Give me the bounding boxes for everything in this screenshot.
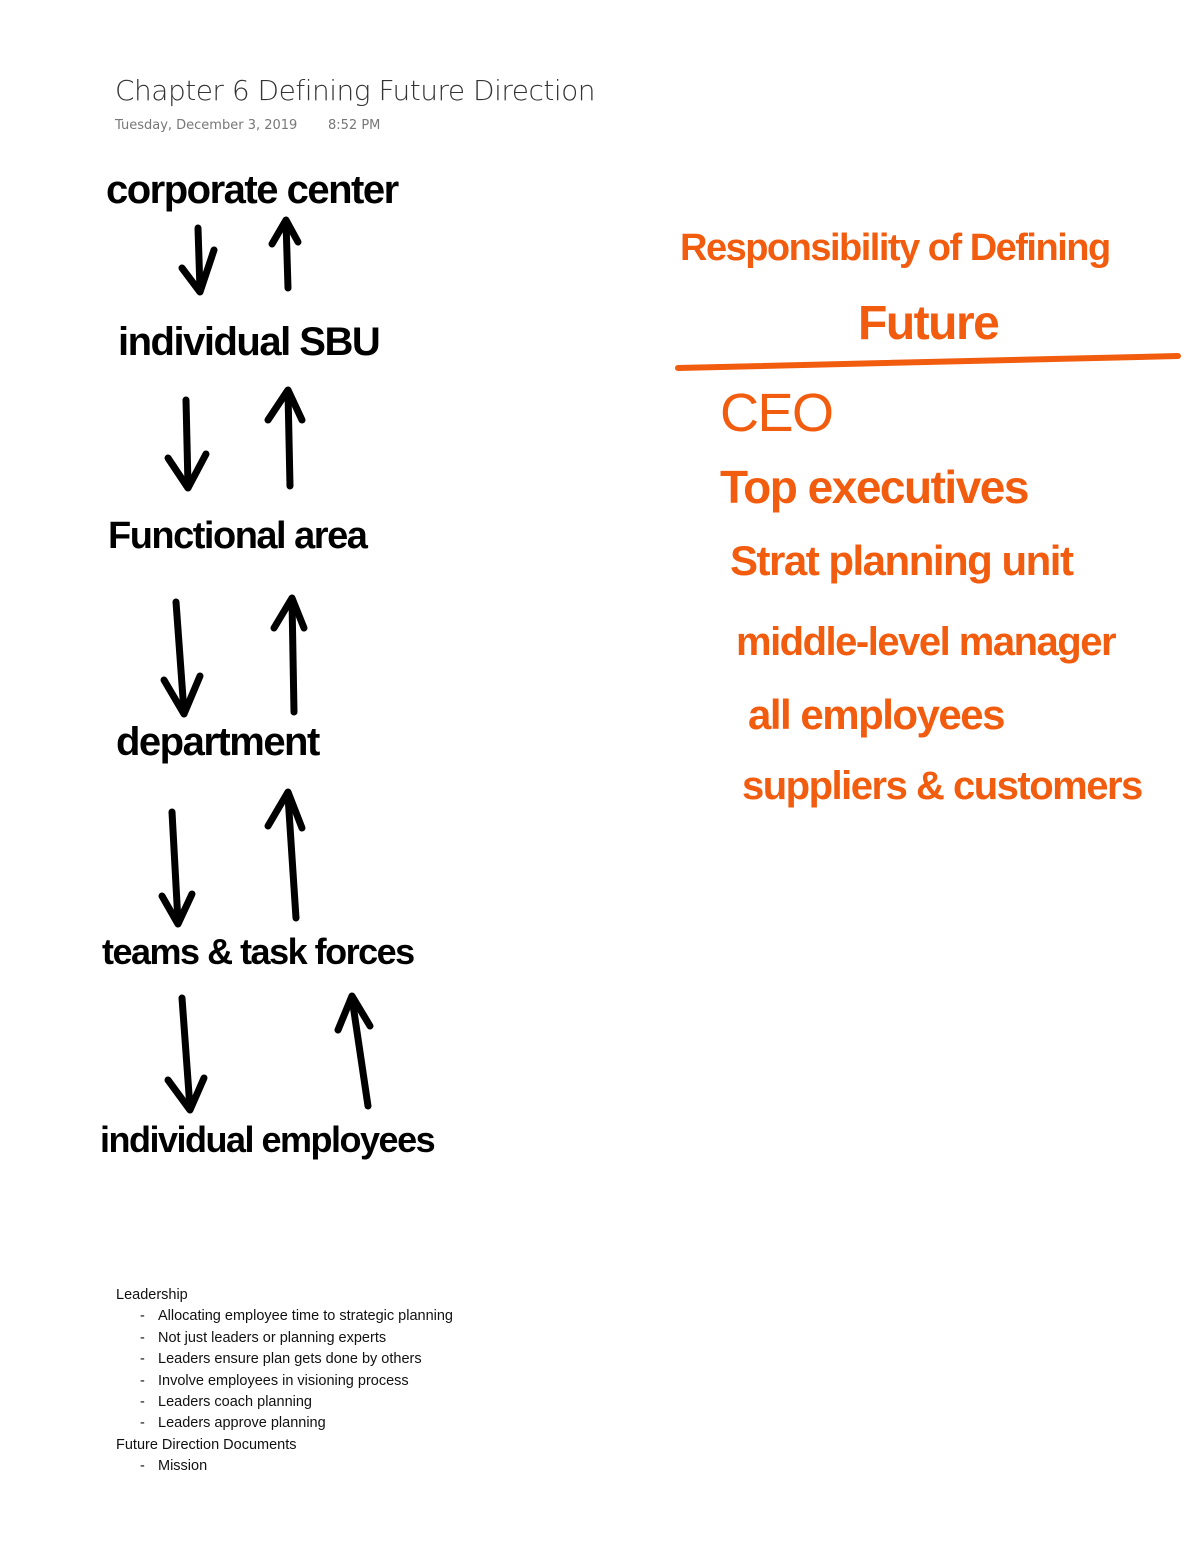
ink-item-all-employees: all employees — [748, 691, 1005, 738]
list-item: Involve employees in visioning process — [116, 1371, 453, 1392]
list-item: Leaders ensure plan gets done by others — [116, 1349, 453, 1370]
list-item: Mission — [116, 1456, 453, 1477]
typed-notes: Leadership Allocating employee time to s… — [116, 1285, 453, 1478]
down-arrow-icon — [160, 598, 204, 718]
up-arrow-icon — [264, 386, 306, 490]
list-item: Allocating employee time to strategic pl… — [116, 1306, 453, 1327]
down-arrow-icon — [178, 224, 218, 296]
ink-department: department — [116, 720, 320, 764]
ink-functional-area: Functional area — [108, 515, 368, 557]
up-arrow-icon — [334, 992, 374, 1110]
up-arrow-icon — [264, 788, 306, 922]
ink-item-suppliers-customers: suppliers & customers — [742, 764, 1143, 808]
ink-individual-sbu: individual SBU — [118, 320, 381, 364]
ink-responsibility-heading: Responsibility of Defining — [680, 227, 1111, 269]
ink-item-strat-planning: Strat planning unit — [730, 537, 1074, 584]
ink-teams-task-forces: teams & task forces — [102, 931, 415, 972]
page-time: 8:52 PM — [328, 118, 381, 133]
ink-responsibility-heading-2: Future — [858, 297, 1000, 350]
list-item: Leaders coach planning — [116, 1392, 453, 1413]
down-arrow-icon — [164, 396, 210, 492]
ink-item-ceo: CEO — [720, 383, 834, 443]
down-arrow-icon — [158, 808, 196, 928]
down-arrow-icon — [164, 994, 208, 1114]
page-date: Tuesday, December 3, 2019 — [115, 118, 298, 133]
up-arrow-icon — [268, 216, 302, 292]
list-item: Not just leaders or planning experts — [116, 1328, 453, 1349]
ink-item-top-executives: Top executives — [720, 461, 1029, 513]
page-title: Chapter 6 Defining Future Direction — [115, 74, 596, 107]
ink-item-middle-manager: middle-level manager — [736, 620, 1117, 664]
section-heading: Future Direction Documents — [116, 1436, 297, 1453]
heading-underline — [675, 353, 1181, 371]
list-item: Leaders approve planning — [116, 1413, 453, 1434]
up-arrow-icon — [270, 594, 308, 716]
ink-corporate-center: corporate center — [106, 168, 399, 212]
section-heading: Leadership — [116, 1287, 188, 1303]
ink-individual-employees: individual employees — [100, 1119, 436, 1160]
